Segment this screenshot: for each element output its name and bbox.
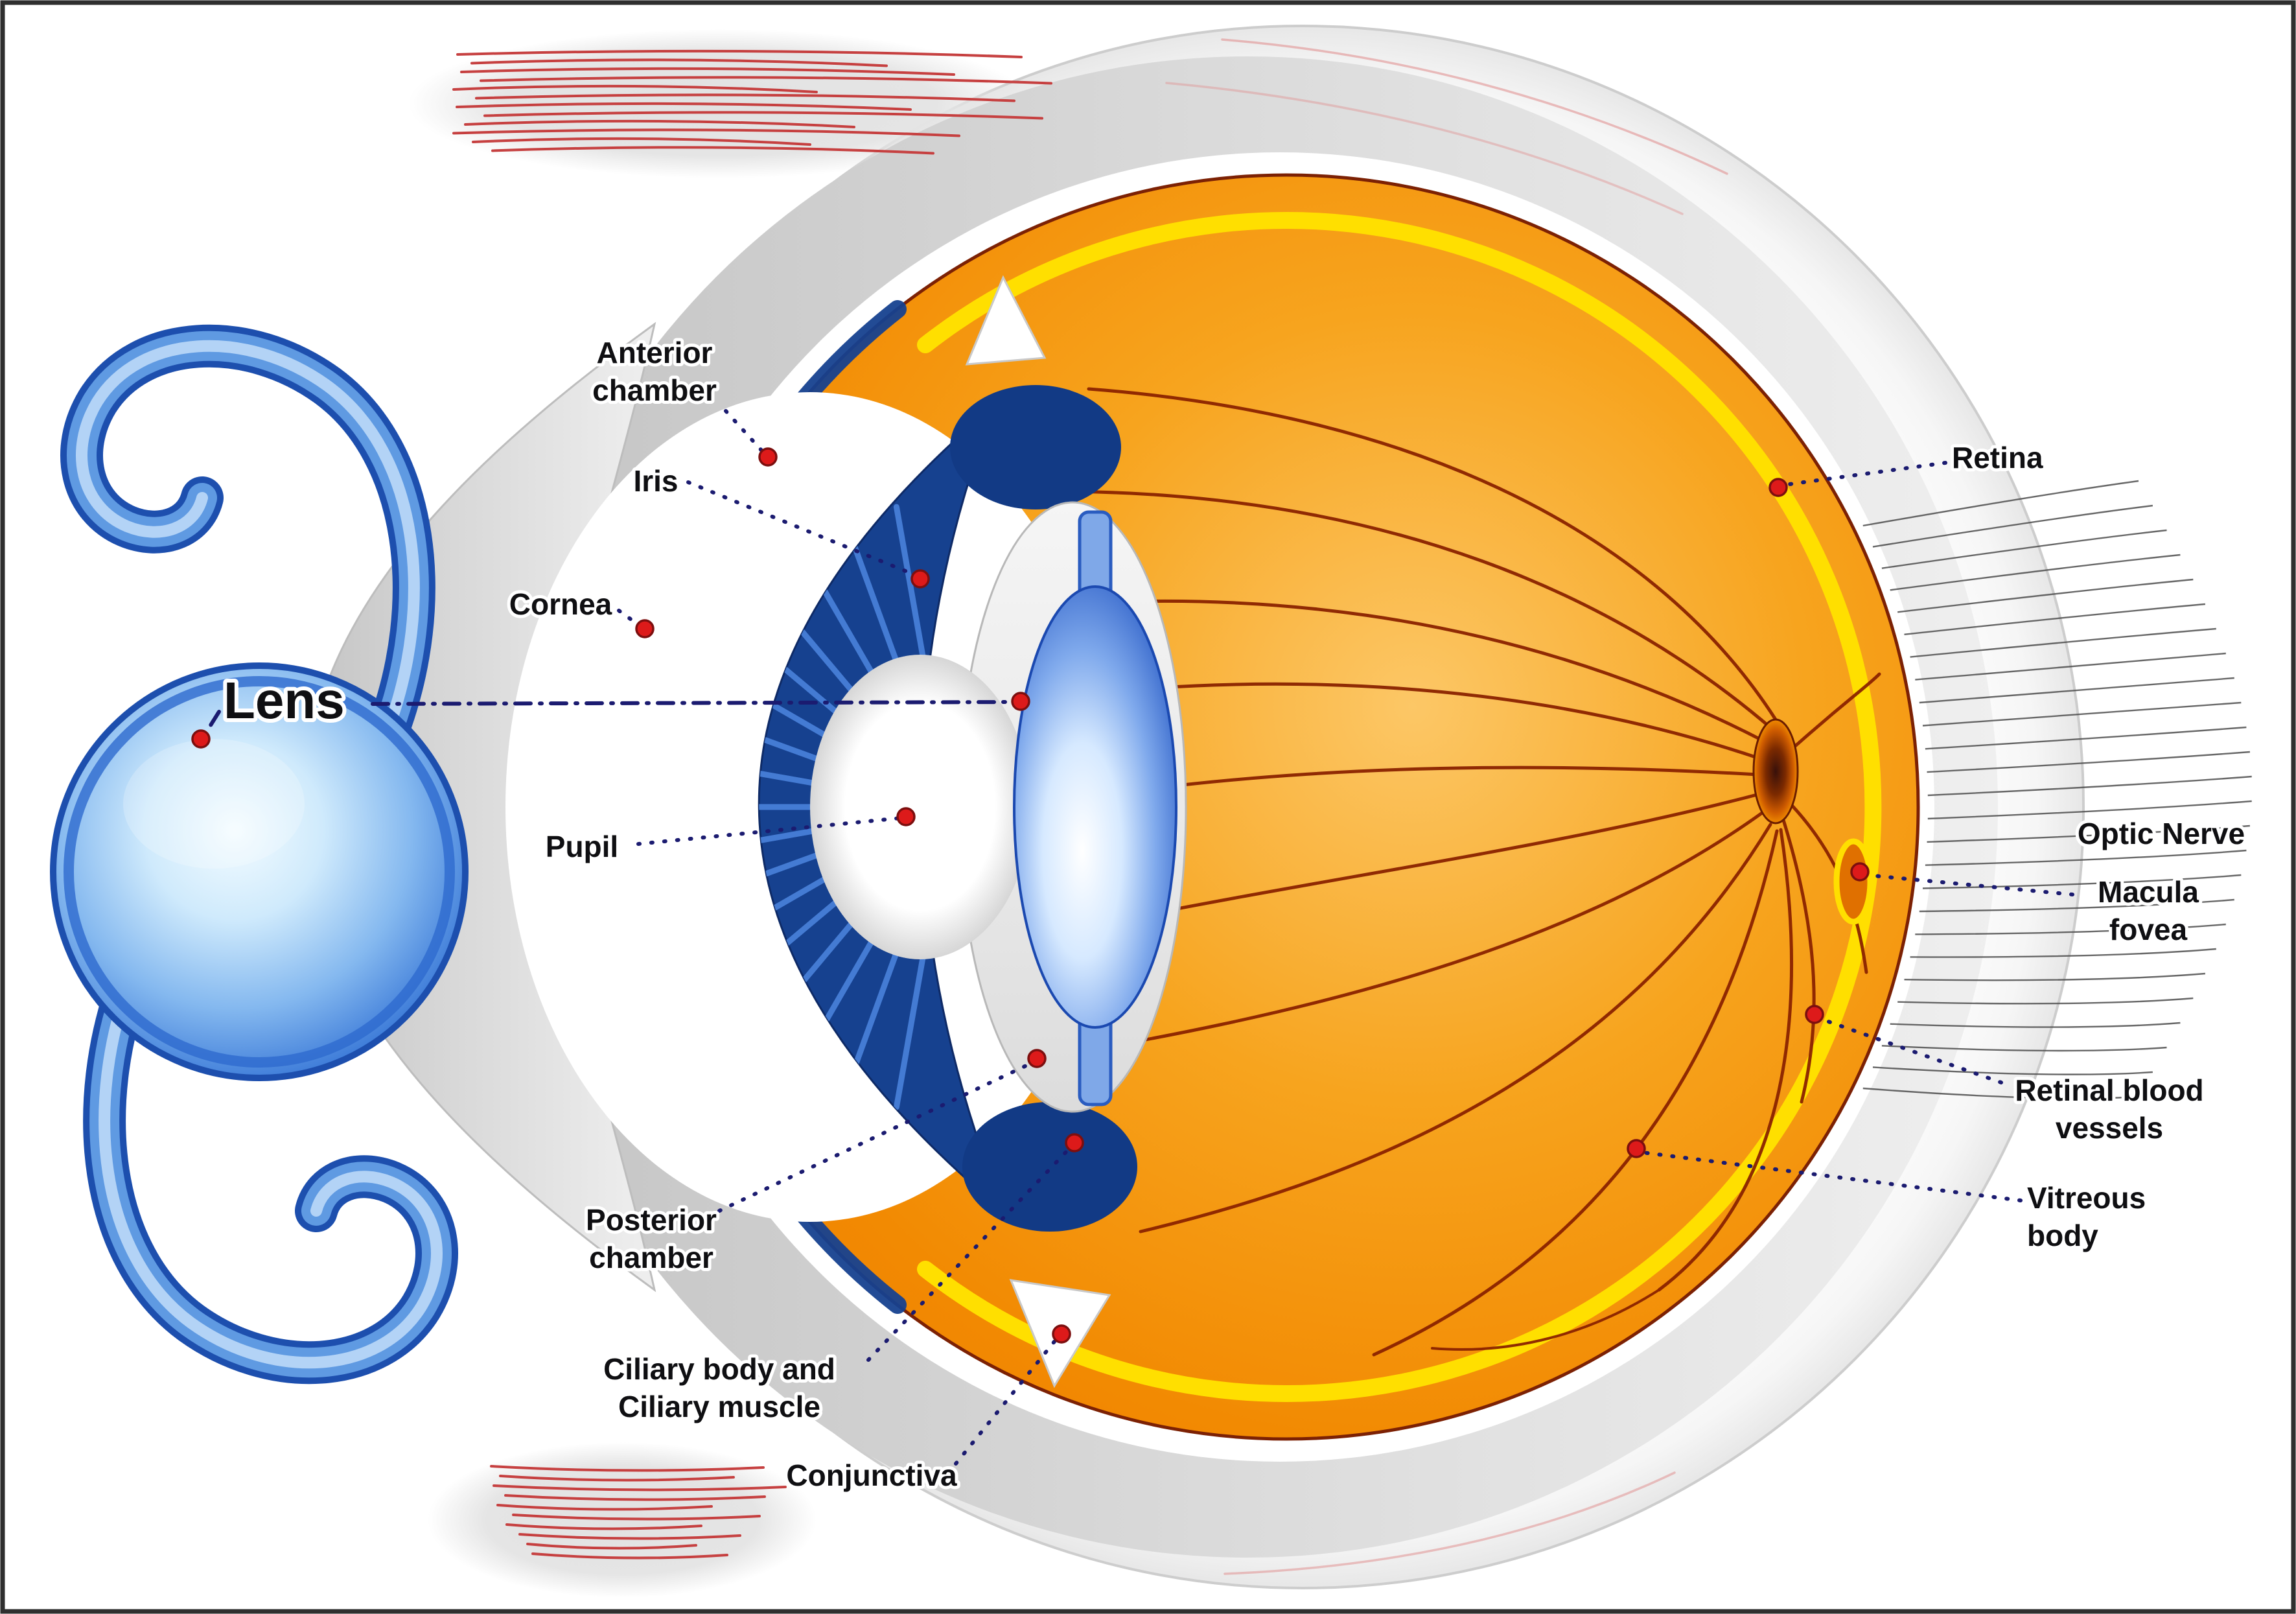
label-macula-fovea-line1: Macula bbox=[2098, 875, 2199, 909]
label-vitreous-body-line1: Vitreous bbox=[2027, 1181, 2146, 1215]
label-optic-nerve-text: Optic Nerve bbox=[2078, 817, 2245, 850]
marker-vitreous-body bbox=[1628, 1140, 1645, 1157]
iol-optic-highlight bbox=[123, 739, 305, 869]
pupil-highlight bbox=[846, 710, 966, 904]
label-anterior-chamber-line1: Anterior bbox=[597, 336, 713, 369]
crystalline-lens bbox=[1014, 587, 1176, 1027]
leader-lens-right bbox=[373, 702, 1013, 704]
optic-disc bbox=[1754, 719, 1798, 823]
label-ciliary-body-line1: Ciliary body and bbox=[603, 1352, 835, 1386]
label-retina-text: Retina bbox=[1952, 441, 2043, 474]
label-retinal-blood-vessels-line2: vessels bbox=[2056, 1111, 2163, 1145]
label-optic-nerve: Optic Nerve bbox=[2078, 817, 2245, 850]
label-vitreous-body-line2: body bbox=[2027, 1219, 2098, 1252]
marker-cornea bbox=[636, 620, 653, 637]
marker-retina bbox=[1770, 479, 1787, 496]
marker-retinal-blood-vessels bbox=[1806, 1006, 1823, 1023]
marker-anterior-chamber bbox=[760, 449, 776, 465]
label-cornea-text: Cornea bbox=[509, 587, 612, 621]
label-ciliary-body-line2: Ciliary muscle bbox=[618, 1390, 820, 1423]
label-macula-fovea-line2: fovea bbox=[2109, 913, 2188, 946]
ciliary-body-top bbox=[950, 385, 1121, 509]
label-lens-text: Lens bbox=[224, 672, 345, 729]
label-conjunctiva-text: Conjunctiva bbox=[786, 1458, 957, 1492]
marker-pupil bbox=[898, 808, 914, 825]
label-pupil-text: Pupil bbox=[546, 830, 618, 863]
macula-fovea-spot bbox=[1837, 841, 1870, 922]
marker-macula-fovea bbox=[1851, 863, 1868, 880]
marker-ciliary-body bbox=[1066, 1134, 1083, 1151]
marker-conjunctiva bbox=[1053, 1326, 1070, 1342]
marker-lens-eye bbox=[1012, 693, 1029, 710]
ciliary-body-bottom bbox=[962, 1102, 1137, 1232]
marker-posterior-chamber bbox=[1028, 1050, 1045, 1067]
label-anterior-chamber-line2: chamber bbox=[592, 373, 717, 407]
label-posterior-chamber-line1: Posterior bbox=[586, 1203, 717, 1237]
label-retinal-blood-vessels-line1: Retinal blood bbox=[2015, 1073, 2203, 1107]
marker-iris bbox=[912, 570, 929, 587]
label-iris-text: Iris bbox=[633, 464, 678, 498]
label-posterior-chamber-line2: chamber bbox=[589, 1241, 713, 1274]
marker-lens-iol bbox=[192, 731, 209, 747]
